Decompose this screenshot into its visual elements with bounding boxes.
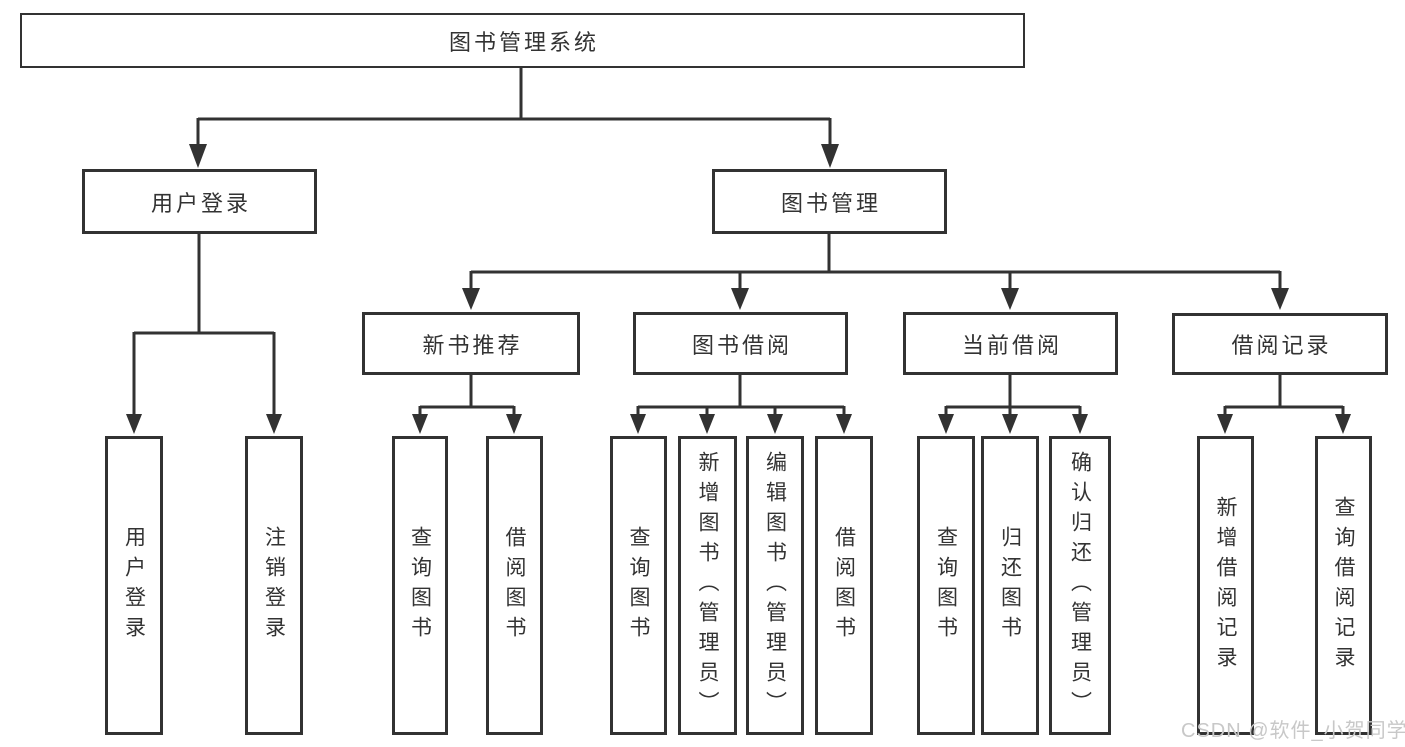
leaf-bb-add-book-admin: 新增图书（管理员） (678, 436, 737, 735)
leaf-cb-query-book-label: 查询图书 (934, 525, 958, 646)
node-library-management-system: 图书管理系统 (20, 13, 1025, 68)
leaf-cb-confirm-return-admin: 确认归还（管理员） (1049, 436, 1111, 735)
leaf-cb-confirm-return-admin-label: 确认归还（管理员） (1068, 450, 1092, 721)
leaf-bb-query-book-label: 查询图书 (627, 525, 650, 646)
connector-paths (132, 68, 1345, 417)
leaf-bb-edit-book-admin: 编辑图书（管理员） (746, 436, 804, 735)
node-book-borrow-label: 图书借阅 (691, 332, 792, 358)
leaf-nb-query-book: 查询图书 (392, 436, 448, 735)
node-user-login: 用户登录 (82, 169, 317, 234)
leaf-nb-query-book-label: 查询图书 (408, 525, 432, 646)
leaf-bb-add-book-admin-label: 新增图书（管理员） (696, 450, 719, 721)
leaf-br-add-record: 新增借阅记录 (1197, 436, 1254, 735)
node-new-book-recommend-label: 新书推荐 (422, 332, 523, 358)
leaf-bb-query-book: 查询图书 (610, 436, 667, 735)
leaf-nb-borrow-book-label: 借阅图书 (503, 525, 526, 646)
leaf-logout-label: 注销登录 (262, 525, 286, 646)
node-current-borrow-label: 当前借阅 (961, 332, 1062, 358)
leaf-cb-return-book-label: 归还图书 (998, 525, 1022, 646)
leaf-bb-borrow-book-label: 借阅图书 (832, 525, 856, 646)
leaf-cb-query-book: 查询图书 (917, 436, 975, 735)
leaf-logout: 注销登录 (245, 436, 303, 735)
node-book-management: 图书管理 (712, 169, 947, 234)
leaf-bb-edit-book-admin-label: 编辑图书（管理员） (763, 450, 787, 721)
node-current-borrow: 当前借阅 (903, 312, 1118, 375)
node-user-login-label: 用户登录 (150, 190, 251, 216)
node-library-management-system-label: 图书管理系统 (448, 29, 599, 55)
node-book-borrow: 图书借阅 (633, 312, 848, 375)
csdn-watermark: CSDN @软件_小贺同学 (1181, 720, 1405, 742)
node-borrow-record-label: 借阅记录 (1231, 333, 1332, 358)
leaf-user-login-label: 用户登录 (122, 525, 146, 646)
leaf-nb-borrow-book: 借阅图书 (486, 436, 543, 735)
node-borrow-record: 借阅记录 (1172, 313, 1388, 375)
leaf-user-login: 用户登录 (105, 436, 163, 735)
node-book-management-label: 图书管理 (780, 190, 881, 216)
leaf-cb-return-book: 归还图书 (981, 436, 1039, 735)
arrowheads (126, 144, 1351, 434)
leaf-br-query-record-label: 查询借阅记录 (1332, 495, 1355, 676)
node-new-book-recommend: 新书推荐 (362, 312, 580, 375)
leaf-br-add-record-label: 新增借阅记录 (1214, 495, 1237, 676)
leaf-bb-borrow-book: 借阅图书 (815, 436, 873, 735)
leaf-br-query-record: 查询借阅记录 (1315, 436, 1372, 735)
